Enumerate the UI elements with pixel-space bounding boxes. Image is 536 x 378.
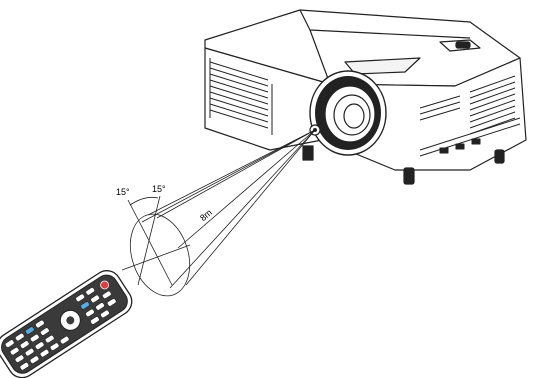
projector-foot-right [404, 168, 414, 184]
projector-foot-rear [495, 150, 504, 163]
angle-label-left: 15° [116, 187, 130, 197]
projector-foot-left [303, 146, 313, 160]
angle-label-right: 15° [152, 184, 166, 194]
ir-beam [120, 130, 315, 304]
projector-lens [310, 71, 386, 155]
reception-area [120, 206, 199, 303]
remote-control [0, 265, 137, 378]
distance-label: 8m [198, 207, 214, 223]
power-button [456, 42, 470, 48]
projector [205, 10, 526, 184]
